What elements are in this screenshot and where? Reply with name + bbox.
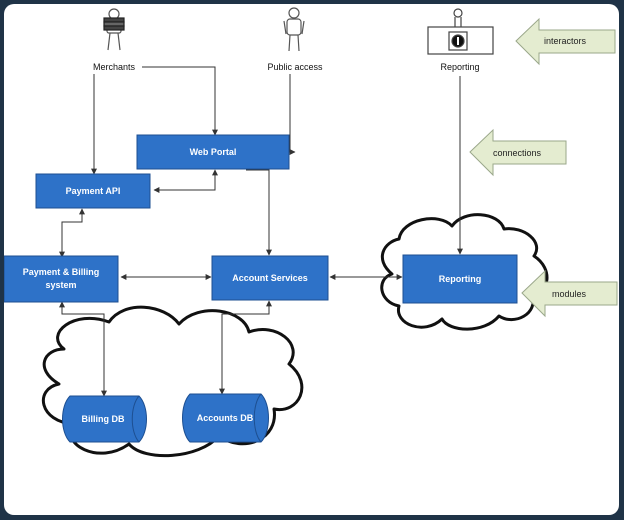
- payment-billing-module: Payment & Billing system: [4, 255, 119, 303]
- account-services-box: [211, 255, 329, 301]
- legend-arrow-modules: [521, 269, 618, 318]
- reporting-actor: Reporting: [427, 8, 494, 72]
- edge-public-webportal: [289, 74, 296, 155]
- legend-interactors-label: interactors: [544, 36, 587, 46]
- edge-paymentapi-billing: [59, 208, 85, 258]
- edge-accountservices-accountsdb: [219, 300, 272, 395]
- web-portal-box: [136, 134, 290, 170]
- edge-webportal-accountservices: [246, 169, 272, 256]
- person-at-desk-icon: [427, 8, 494, 55]
- person-icon: [283, 7, 305, 52]
- public-access-actor: Public access: [267, 7, 323, 72]
- legend-modules-label: modules: [552, 289, 587, 299]
- billing-db: Billing DB: [62, 395, 147, 443]
- payment-api-label: Payment API: [66, 186, 121, 196]
- legend-modules: modules: [521, 269, 618, 318]
- payment-billing-label-line2: system: [45, 280, 76, 290]
- reporting-actor-label: Reporting: [440, 62, 479, 72]
- account-services-label: Account Services: [232, 273, 308, 283]
- connections: [59, 66, 463, 397]
- accounts-db-label: Accounts DB: [197, 413, 254, 423]
- account-services-module: Account Services: [211, 255, 329, 301]
- legend-arrow-interactors: [515, 17, 616, 66]
- legend-connections: connections: [469, 128, 567, 177]
- reporting-module-label: Reporting: [439, 274, 482, 284]
- person-with-stack-icon: [103, 8, 125, 51]
- diagram-canvas: Merchants Public access: [4, 4, 619, 515]
- edge-billing-billingdb: [59, 301, 107, 397]
- payment-api-box: [35, 173, 151, 209]
- edge-webportal-paymentapi: [153, 169, 218, 193]
- merchants-actor: Merchants: [93, 8, 136, 72]
- accounts-db: Accounts DB: [182, 393, 269, 443]
- edge-merchants-webportal: [142, 66, 218, 136]
- architecture-diagram: Merchants Public access: [4, 7, 618, 458]
- legend-interactors: interactors: [515, 17, 616, 66]
- web-portal-label: Web Portal: [190, 147, 237, 157]
- payment-billing-label-line1: Payment & Billing: [23, 267, 100, 277]
- web-portal-module: Web Portal: [136, 134, 290, 170]
- billing-db-label: Billing DB: [82, 414, 125, 424]
- reporting-module: Reporting: [402, 254, 518, 304]
- merchants-label: Merchants: [93, 62, 136, 72]
- payment-api-module: Payment API: [35, 173, 151, 209]
- reporting-box: [402, 254, 518, 304]
- public-access-label: Public access: [267, 62, 323, 72]
- legend-connections-label: connections: [493, 148, 542, 158]
- legend-arrow-connections: [469, 128, 567, 177]
- payment-billing-box: [4, 255, 119, 303]
